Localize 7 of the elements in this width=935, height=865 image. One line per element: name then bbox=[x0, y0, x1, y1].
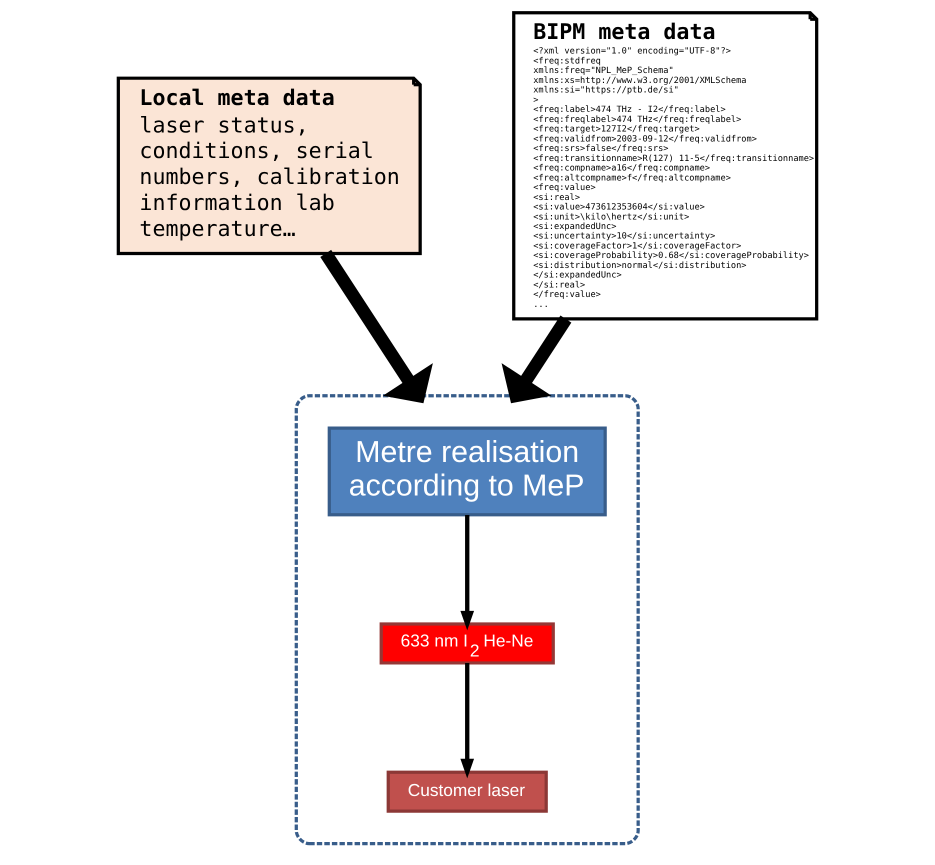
node-box: Metre realisation according to MeP bbox=[328, 426, 607, 516]
arrow bbox=[460, 514, 474, 630]
node-box: Customer laser bbox=[386, 770, 548, 813]
arrow bbox=[320, 250, 433, 404]
arrow bbox=[502, 316, 572, 404]
arrow bbox=[460, 663, 474, 778]
cluster bbox=[294, 394, 640, 846]
